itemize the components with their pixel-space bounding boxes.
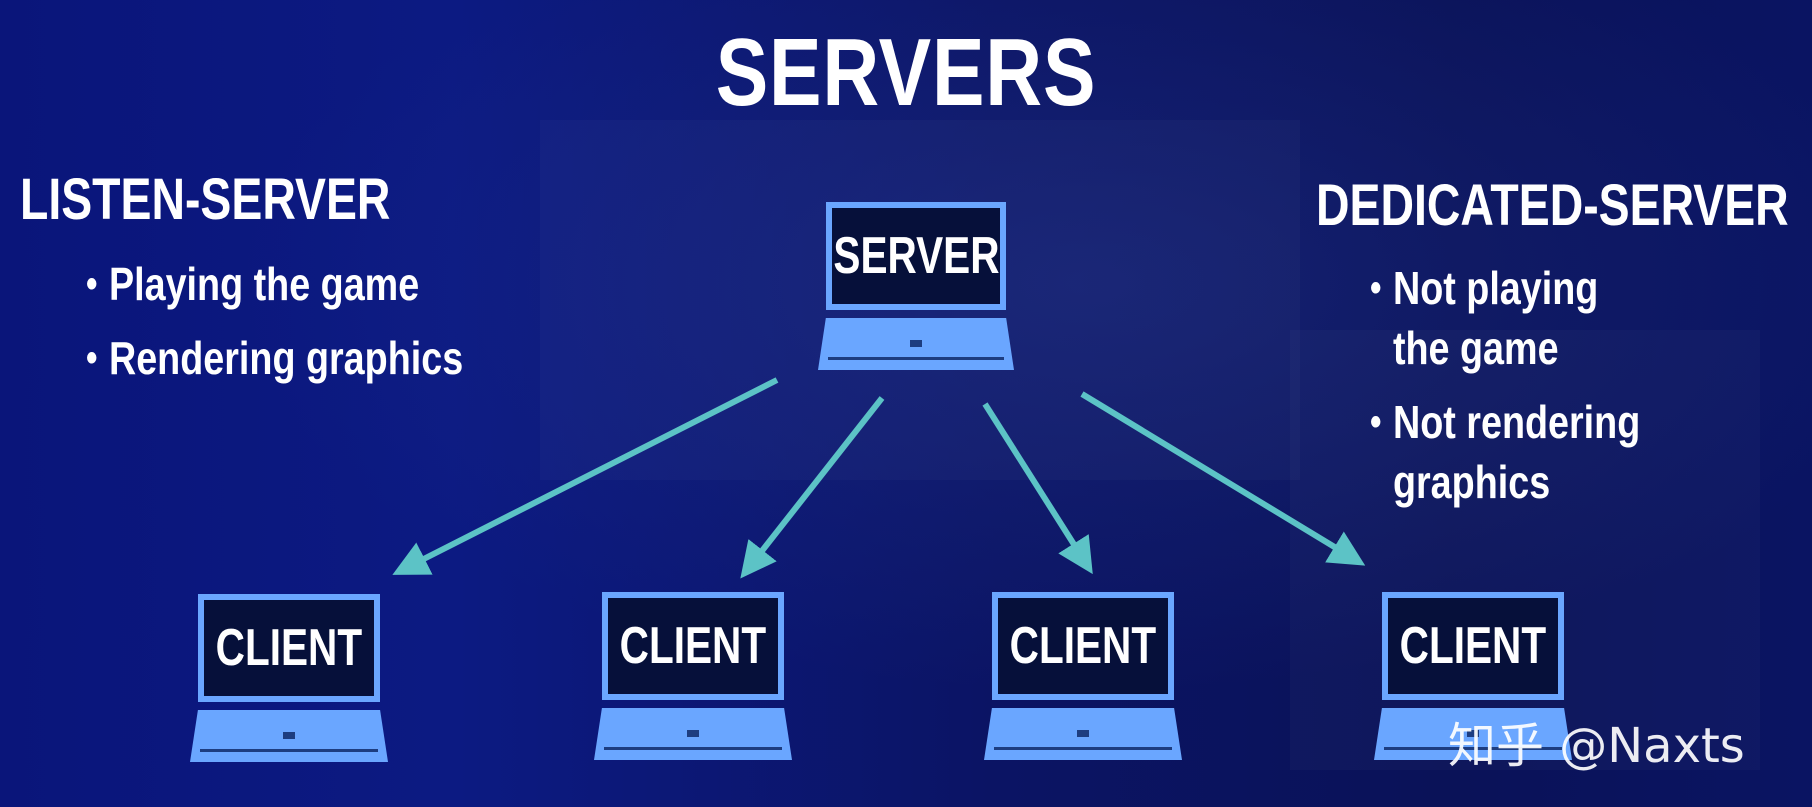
page-title: SERVERS bbox=[715, 19, 1097, 126]
client-laptop-screen: CLIENT bbox=[1382, 592, 1564, 700]
server-laptop-screen: SERVER bbox=[826, 202, 1006, 310]
client-laptop: CLIENT bbox=[190, 594, 388, 762]
client-laptop: CLIENT bbox=[1374, 592, 1572, 760]
listen-server-heading: LISTEN-SERVER bbox=[20, 167, 391, 232]
dedicated-server-heading: DEDICATED-SERVER bbox=[1316, 173, 1789, 238]
arrow-to-client-3 bbox=[982, 402, 1093, 575]
client-laptop-screen: CLIENT bbox=[602, 592, 784, 700]
arrow-to-client-4 bbox=[1080, 391, 1366, 566]
dedicated-server-bullet-text: Not playing the game bbox=[1392, 262, 1599, 374]
dedicated-server-bullet: Not rendering graphics bbox=[1370, 392, 1664, 512]
client-laptop-notch bbox=[1467, 730, 1479, 737]
client-laptop: CLIENT bbox=[984, 592, 1182, 760]
server-laptop-notch bbox=[910, 340, 922, 347]
listen-server-bullet: Playing the game bbox=[86, 254, 463, 314]
client-label: CLIENT bbox=[1009, 617, 1157, 675]
client-laptop-notch bbox=[283, 732, 295, 739]
listen-server-bullets: Playing the game Rendering graphics bbox=[86, 254, 546, 402]
arrow-to-client-2 bbox=[740, 396, 885, 579]
client-label: CLIENT bbox=[215, 619, 363, 677]
dedicated-server-bullet-text: Not rendering graphics bbox=[1392, 396, 1641, 508]
client-laptop-notch bbox=[1077, 730, 1089, 737]
client-label: CLIENT bbox=[1399, 617, 1547, 675]
listen-server-bullet: Rendering graphics bbox=[86, 328, 463, 388]
arrow-to-client-1 bbox=[392, 377, 779, 575]
dedicated-server-bullet: Not playing the game bbox=[1370, 258, 1664, 378]
server-label: SERVER bbox=[832, 227, 1000, 285]
client-laptop-screen: CLIENT bbox=[992, 592, 1174, 700]
client-label: CLIENT bbox=[619, 617, 767, 675]
client-laptop-screen: CLIENT bbox=[198, 594, 380, 702]
client-laptop-notch bbox=[687, 730, 699, 737]
server-laptop: SERVER bbox=[818, 202, 1014, 370]
client-laptop: CLIENT bbox=[594, 592, 792, 760]
dedicated-server-bullets: Not playing the game Not rendering graph… bbox=[1370, 258, 1728, 526]
watermark: 知乎 @Naxts bbox=[1448, 718, 1745, 774]
